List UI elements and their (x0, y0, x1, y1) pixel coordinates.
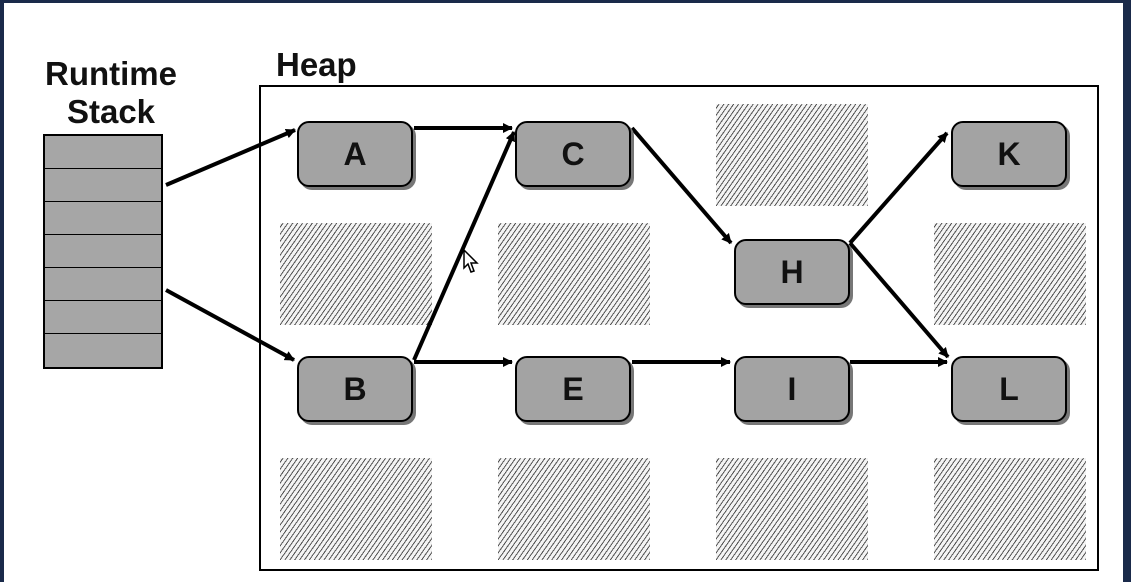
hatched-block (716, 104, 868, 206)
hatched-block (280, 223, 432, 325)
arrow-stack-to-b (165, 288, 295, 362)
stack-frame (45, 268, 161, 301)
stack-frame (45, 169, 161, 202)
arrow-b-to-c (412, 131, 516, 361)
node-b: B (297, 356, 413, 422)
node-c: C (515, 121, 631, 187)
node-e: E (515, 356, 631, 422)
node-h: H (734, 239, 850, 305)
heap-title: Heap (276, 46, 357, 83)
runtime-stack-title-text: Runtime Stack (45, 55, 177, 130)
hatched-block (934, 458, 1086, 560)
hatched-block (716, 458, 868, 560)
hatched-block (498, 223, 650, 325)
runtime-stack-title: Runtime Stack (26, 55, 196, 131)
arrow-h-to-l (848, 241, 950, 359)
node-k: K (951, 121, 1067, 187)
node-a: A (297, 121, 413, 187)
arrow-h-to-k (848, 131, 949, 245)
stack-frame (45, 202, 161, 235)
node-l: L (951, 356, 1067, 422)
hatched-block (498, 458, 650, 560)
node-i: I (734, 356, 850, 422)
arrow-stack-to-a (165, 128, 296, 187)
arrow-c-to-h (630, 126, 733, 245)
stack-frame (45, 301, 161, 334)
stack-frame (45, 136, 161, 169)
mouse-cursor-icon (463, 248, 479, 273)
hatched-block (934, 223, 1086, 325)
hatched-block (280, 458, 432, 560)
stack-frame (45, 235, 161, 268)
runtime-stack (43, 134, 163, 369)
